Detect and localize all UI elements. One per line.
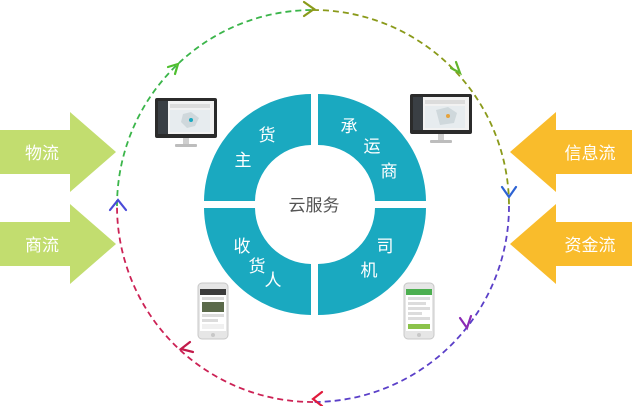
segment-char: 承 — [341, 117, 358, 137]
cycle-arc-bottom-right — [312, 205, 510, 403]
monitor-icon — [410, 94, 472, 143]
chevron-down-icon — [458, 314, 473, 331]
phone-icon — [197, 282, 229, 340]
left-arrow-logistics: 物流 — [0, 112, 116, 192]
arrow-label: 商流 — [25, 236, 59, 256]
arrow-shape — [0, 204, 116, 284]
ring-segment-top-left — [204, 94, 311, 201]
chevron-right-icon — [302, 0, 316, 18]
chevron-up-icon — [166, 62, 180, 76]
right-arrow-funds: 资金流 — [510, 204, 632, 284]
right-arrow-information: 信息流 — [510, 112, 632, 192]
ring-segment-bottom-right — [318, 208, 426, 315]
arrow-label: 物流 — [25, 144, 59, 164]
segment-char: 收 — [234, 237, 251, 257]
chevron-up-icon — [108, 198, 128, 212]
service-ring — [204, 94, 426, 315]
ring-segment-top-right — [318, 94, 426, 201]
monitor-icon — [155, 98, 217, 147]
cycle-arc-bottom-left — [116, 205, 314, 403]
segment-char: 司 — [377, 237, 394, 257]
left-arrow-commerce: 商流 — [0, 204, 116, 284]
segment-char: 商 — [381, 162, 398, 182]
segment-char: 人 — [265, 271, 282, 291]
ring-segment-bottom-left — [204, 208, 311, 315]
center-label: 云服务 — [289, 196, 340, 216]
segment-char: 货 — [249, 257, 266, 277]
cycle-chevrons — [108, 0, 518, 406]
chevron-left-icon — [178, 340, 195, 354]
chevron-left-icon — [311, 390, 324, 406]
segment-char: 货 — [259, 126, 276, 146]
segment-char: 机 — [361, 261, 378, 281]
segment-char: 运 — [364, 137, 381, 157]
arrow-shape — [510, 204, 632, 284]
chevron-down-icon — [449, 60, 463, 76]
phone-icon — [403, 282, 435, 340]
arrow-label: 信息流 — [565, 144, 616, 164]
arrow-shape — [510, 112, 632, 192]
arrow-label: 资金流 — [565, 236, 616, 256]
cycle-arc-top-left — [116, 9, 314, 207]
arrow-shape — [0, 112, 116, 192]
segment-char: 主 — [235, 151, 252, 171]
chevron-down-icon — [500, 185, 518, 199]
